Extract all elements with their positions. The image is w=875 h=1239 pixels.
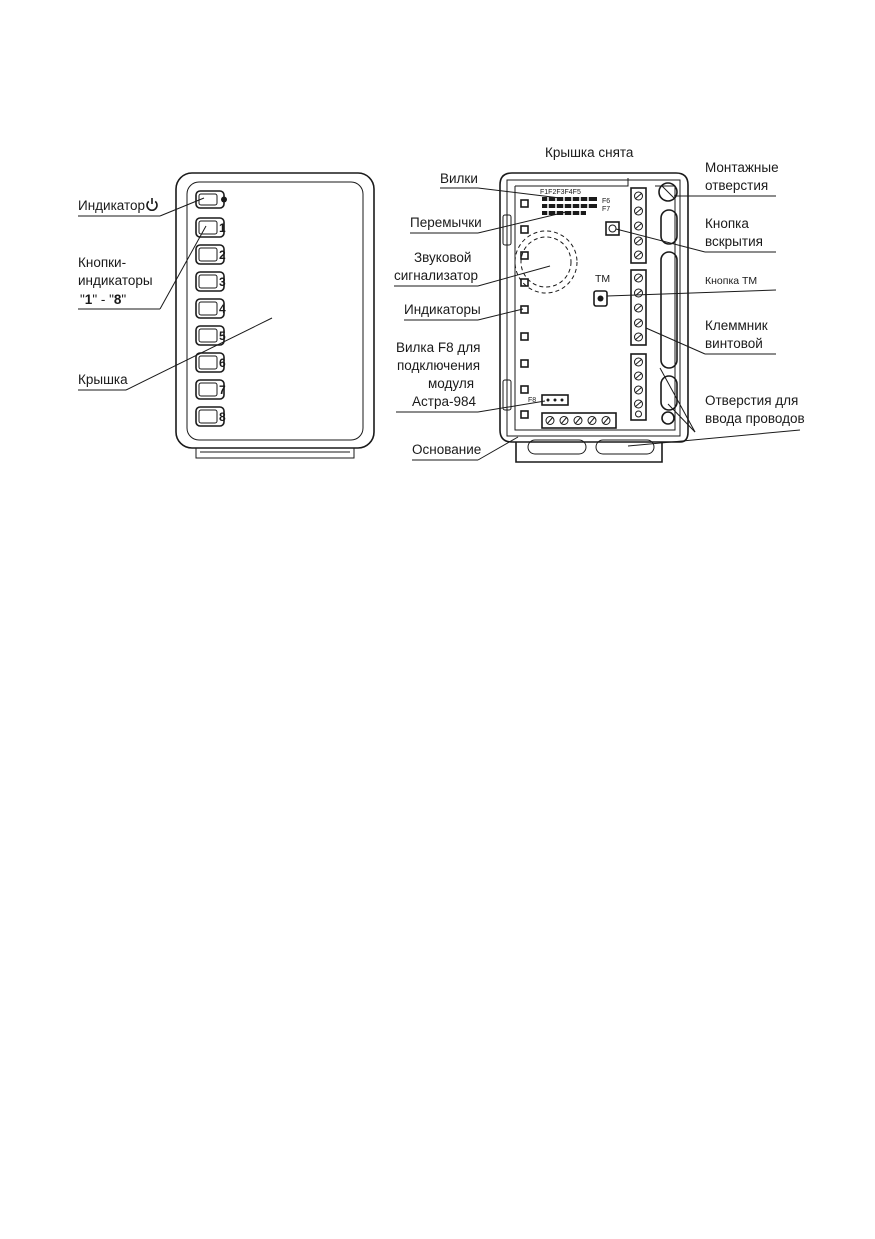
button-3[interactable]: 3 bbox=[195, 271, 226, 292]
label-mount-1: Монтажные bbox=[705, 160, 779, 175]
label-tamper-1: Кнопка bbox=[705, 216, 749, 231]
button-8[interactable]: 8 bbox=[195, 406, 226, 427]
label-cover: Крышка bbox=[78, 372, 128, 387]
terminal-block-lower bbox=[630, 353, 647, 421]
wire-slot-long bbox=[660, 251, 678, 369]
button-number: 8 bbox=[219, 410, 226, 424]
device-body-outline bbox=[175, 172, 375, 449]
tm-button[interactable] bbox=[593, 290, 608, 307]
plug-f8 bbox=[541, 394, 569, 406]
power-icon bbox=[146, 198, 158, 212]
buzzer-outline bbox=[514, 230, 578, 294]
mounting-hole-top bbox=[658, 182, 678, 202]
terminal-block-upper bbox=[630, 187, 647, 264]
cover-view: 1 2 3 4 5 6 7 bbox=[78, 172, 375, 459]
board-indicators bbox=[520, 199, 529, 419]
label-terminal-1: Клеммник bbox=[705, 318, 768, 333]
label-buzzer-2: сигнализатор bbox=[394, 268, 478, 283]
button-number: 7 bbox=[219, 383, 226, 397]
f8-mark: F8 bbox=[528, 397, 536, 404]
label-f8-1: Вилка F8 для bbox=[396, 340, 480, 355]
mounting-slot-low bbox=[660, 375, 678, 411]
plug-f7-label: F7 bbox=[602, 206, 610, 213]
tm-mark: ТМ bbox=[595, 273, 610, 285]
button-number: 3 bbox=[219, 275, 226, 289]
label-f8-2: подключения bbox=[397, 358, 480, 373]
mounting-hole-bottom bbox=[661, 411, 675, 425]
label-base: Основание bbox=[412, 442, 481, 457]
button-4[interactable]: 4 bbox=[195, 298, 226, 319]
indicator-buttons: 1 2 3 4 5 6 7 bbox=[195, 217, 226, 427]
label-tamper-2: вскрытия bbox=[705, 234, 763, 249]
open-view: Крышка снята F1F2F3F4F5 F6 F7 bbox=[394, 145, 805, 463]
button-5[interactable]: 5 bbox=[195, 325, 226, 346]
base-outline bbox=[499, 172, 689, 443]
label-indicators: Индикаторы bbox=[404, 302, 481, 317]
label-mount-2: отверстия bbox=[705, 178, 768, 193]
indicator-button bbox=[195, 190, 227, 209]
device-base-lip bbox=[195, 448, 355, 459]
label-plugs: Вилки bbox=[440, 171, 478, 186]
label-f8-3: модуля bbox=[428, 376, 474, 391]
label-holes-2: ввода проводов bbox=[705, 411, 805, 426]
button-6[interactable]: 6 bbox=[195, 352, 226, 373]
terminal-block-middle bbox=[630, 269, 647, 346]
base-foot bbox=[515, 442, 663, 463]
button-number: 1 bbox=[219, 221, 226, 235]
plugs-row-label: F1F2F3F4F5 bbox=[540, 189, 581, 196]
button-number: 6 bbox=[219, 356, 226, 370]
label-holes-1: Отверстия для bbox=[705, 393, 798, 408]
button-7[interactable]: 7 bbox=[195, 379, 226, 400]
terminal-block-bottom bbox=[541, 412, 617, 429]
label-buttons-2: индикаторы bbox=[78, 273, 153, 288]
indicator-led bbox=[221, 196, 227, 203]
button-number: 4 bbox=[219, 302, 226, 316]
label-buzzer-1: Звуковой bbox=[414, 250, 471, 265]
label-buttons-range: "1" - "8" bbox=[80, 292, 126, 307]
mounting-slot bbox=[660, 209, 678, 245]
label-jumpers: Перемычки bbox=[410, 215, 482, 230]
button-2[interactable]: 2 bbox=[195, 244, 226, 265]
button-number: 2 bbox=[219, 248, 226, 262]
open-view-title: Крышка снята bbox=[545, 145, 634, 160]
plug-pins bbox=[542, 197, 597, 215]
label-terminal-2: винтовой bbox=[705, 336, 763, 351]
label-indicator: Индикатор bbox=[78, 198, 145, 213]
button-1[interactable]: 1 bbox=[195, 217, 226, 238]
device-cover-panel bbox=[186, 181, 364, 441]
tamper-button[interactable] bbox=[605, 221, 620, 236]
label-buttons-1: Кнопки- bbox=[78, 255, 126, 270]
label-tm-button: Кнопка ТМ bbox=[705, 275, 757, 287]
plug-f6-label: F6 bbox=[602, 198, 610, 205]
button-number: 5 bbox=[219, 329, 226, 343]
label-f8-4: Астра-984 bbox=[412, 394, 476, 409]
